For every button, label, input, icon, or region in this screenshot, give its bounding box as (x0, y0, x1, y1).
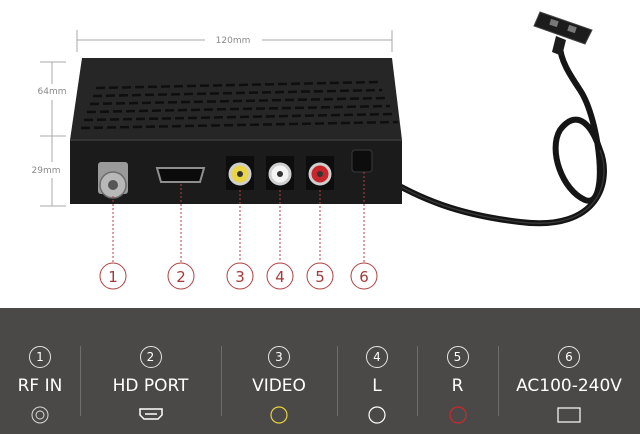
port-label: AC100-240V (516, 376, 622, 396)
callout-number: 4 (275, 268, 285, 286)
callout-markers: 1 2 3 4 5 6 (99, 262, 378, 290)
dimension-lines (40, 30, 393, 207)
port-cell-hd-port: 2 HD PORT (80, 308, 221, 434)
receiver-box (70, 58, 402, 204)
audio-left-jack-icon (368, 406, 386, 424)
rca-audio-left-jack (266, 156, 294, 190)
port-number: 1 (29, 346, 51, 368)
height-dimension-label: 64mm (38, 87, 67, 97)
video-jack-icon (270, 406, 288, 424)
hdmi-port-icon (138, 408, 163, 420)
port-cell-power: 6 AC100-240V (498, 308, 640, 434)
rca-audio-right-jack (306, 156, 334, 190)
power-inlet (351, 149, 373, 173)
port-cell-rf-in: 1 RF IN (0, 308, 80, 434)
power-plug-icon (557, 407, 581, 423)
port-number: 3 (268, 346, 290, 368)
port-number: 2 (139, 346, 162, 368)
power-cord (372, 11, 607, 227)
audio-right-jack-icon (448, 406, 467, 424)
port-cell-audio-right: 5 R (417, 308, 498, 434)
port-label: L (372, 376, 382, 396)
port-label: R (451, 376, 464, 396)
port-legend-bar: 1 RF IN 2 HD PORT 3 VIDEO 4 L 5 R (0, 308, 640, 434)
rca-video-jack (226, 156, 254, 190)
port-number: 4 (366, 346, 388, 368)
callout-number: 2 (176, 268, 186, 286)
product-photo: 120mm 64mm 29mm (32, 11, 607, 290)
callout-number: 1 (108, 268, 118, 286)
rf-connector (98, 162, 128, 199)
callout-lines (112, 172, 365, 262)
width-dimension-label: 120mm (216, 36, 251, 46)
port-label: VIDEO (252, 376, 306, 396)
depth-dimension-label: 29mm (32, 166, 61, 176)
port-label: RF IN (17, 376, 63, 396)
callout-number: 6 (359, 268, 369, 286)
callout-number: 3 (235, 268, 245, 286)
port-cell-audio-left: 4 L (337, 308, 417, 434)
port-label: HD PORT (112, 376, 189, 396)
hdmi-port (155, 167, 206, 183)
callout-number: 5 (315, 268, 325, 286)
port-number: 6 (558, 346, 580, 368)
port-cell-video: 3 VIDEO (221, 308, 337, 434)
port-number: 5 (446, 346, 469, 368)
rf-connector-icon (31, 406, 49, 424)
